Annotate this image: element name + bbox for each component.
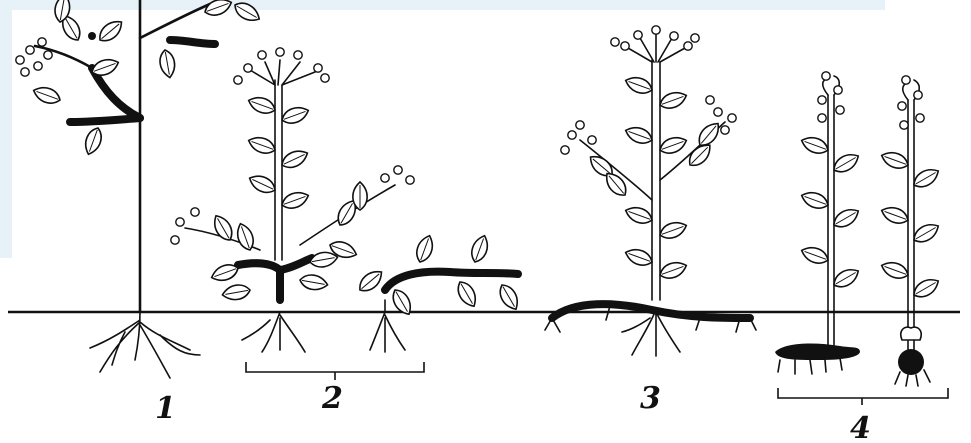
label-2: 2	[321, 381, 343, 416]
plant-1-tree: 1	[16, 0, 263, 426]
label-3: 3	[640, 381, 661, 416]
plant-3-rhizome-plant: 3	[545, 26, 756, 416]
label-1: 1	[155, 391, 176, 426]
plant-4-tuber-bulb-plants: 4	[775, 72, 948, 443]
plant-2-shrub-with-runner: 2	[171, 48, 522, 416]
label-4: 4	[850, 411, 871, 443]
brace-4	[778, 388, 948, 405]
tint-band	[0, 0, 885, 258]
brace-2	[246, 362, 424, 380]
